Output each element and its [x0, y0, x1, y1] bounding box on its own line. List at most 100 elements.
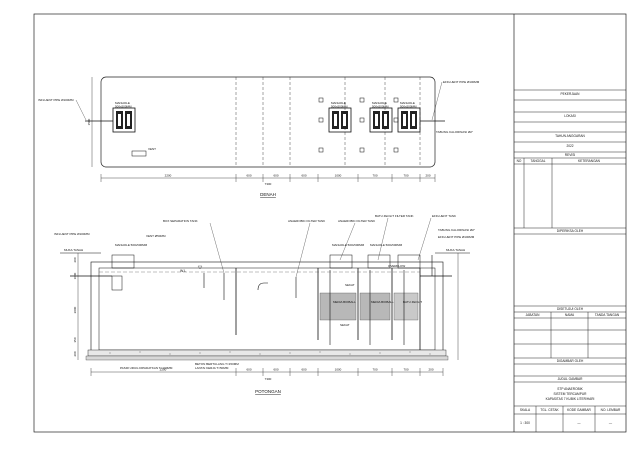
- section-dim-3: 600: [273, 368, 278, 372]
- plan-total-dim: 7300: [265, 182, 272, 186]
- plan-tank-outline: [100, 76, 436, 168]
- plan-vent-symbol: [131, 150, 147, 157]
- section-label-grease: BOX SEPARATION TANK: [163, 219, 198, 223]
- section-label-media-2: MEDIA BIOBALL: [371, 300, 394, 304]
- section-leader-anaerobic-2: [339, 222, 356, 261]
- plan-dim-4: 600: [301, 174, 306, 178]
- section-label-media-1: MEDIA BIOBALL: [333, 300, 356, 304]
- section-label-ground-right: MUKA TANAH: [446, 248, 465, 252]
- plan-partitions: [235, 77, 421, 167]
- tb-nama: NAMA: [564, 313, 575, 317]
- plan-dim-2: 600: [246, 174, 251, 178]
- section-slab: [87, 349, 447, 357]
- plan-manhole-2: [328, 107, 352, 133]
- plan-height-dim: 1500: [87, 118, 91, 125]
- plan-dimension-line: [91, 77, 436, 182]
- section-media-1: [319, 292, 357, 321]
- tb-skala-header: SKALA: [519, 408, 531, 412]
- tb-tahun: 2022: [566, 144, 574, 148]
- section-riser-4: [397, 254, 421, 269]
- section-depth-5: 200: [73, 351, 77, 356]
- plan-manhole-4-label: MANHOLE: [400, 101, 415, 105]
- plan-manhole-3-size: 500x500MM: [372, 105, 389, 109]
- section-dim-1: 2200: [160, 368, 167, 372]
- plan-pipe-markers: [318, 97, 399, 153]
- tb-lembar-header: NO. LEMBAR: [600, 408, 621, 412]
- section-leader-effluent-tank: [417, 217, 432, 261]
- section-media-2: [359, 292, 391, 321]
- section-slab-hatch: [109, 351, 431, 355]
- plan-manhole-2-size: 500x500MM: [331, 105, 348, 109]
- section-label-effluent-tank: EFFLUENT TANK: [432, 214, 456, 218]
- section-label-outlet: EFFLUENT PIPE Ø100MM: [438, 235, 475, 239]
- tb-diperiksa: DIPERIKSA OLEH: [556, 229, 584, 233]
- section-label-ground-left: MUKA TANAH: [64, 248, 83, 252]
- section-partitions: [235, 268, 421, 350]
- section-leader-zeolite: [377, 217, 389, 261]
- section-tank-wall: [90, 261, 444, 359]
- tb-digambar: DIGAMBAR OLEH: [556, 359, 584, 363]
- plan-view: 2200 600 600 600 1000 700 700 200 7300 1…: [38, 76, 480, 197]
- section-depth-2: 1000: [73, 272, 77, 279]
- plan-dim-8: 200: [425, 174, 430, 178]
- plan-dim-3: 600: [273, 174, 278, 178]
- tb-disetujui: DISETUJUI OLEH: [556, 307, 584, 311]
- plan-manhole-2-label: MANHOLE: [331, 101, 346, 105]
- section-label-inlet: INFLUENT PIPE Ø100MM: [54, 232, 90, 236]
- plan-dim-1: 2200: [165, 174, 172, 178]
- section-label-gas-pipe: TABUNG KALORINASI Ø2": [438, 228, 475, 232]
- section-label-media-3: BATU ZEOLIT: [403, 300, 422, 304]
- tb-pekerjaan: PEKERJAAN: [560, 92, 580, 96]
- section-label-sekat-bottom: SEKAT: [340, 323, 350, 327]
- section-manhole-3: MANHOLE 500x500MM: [370, 243, 403, 247]
- plan-outlet-leader: [431, 81, 443, 121]
- tb-tgl-header: TGL. CETAK: [540, 408, 559, 412]
- plan-dim-7: 700: [403, 174, 408, 178]
- tb-tahun-header: TAHUN ANGGARAN: [555, 134, 585, 138]
- section-label-beton: BETON BERTULANG T=150MM: [195, 362, 239, 366]
- plan-manhole-size: 500x500MM: [115, 105, 132, 109]
- tb-ttd: TANDA TANGAN: [594, 313, 620, 317]
- plan-manhole-3: [369, 107, 393, 133]
- tb-skala-value: 1 : 300: [520, 421, 530, 425]
- plan-manhole-3-label: MANHOLE: [372, 101, 387, 105]
- section-dimension-line: [77, 253, 459, 376]
- section-depth-1: 200: [73, 257, 77, 262]
- tb-judul-2: SISTEM TERCAMPUR: [553, 392, 587, 396]
- section-wl-marker: [197, 265, 203, 270]
- tb-revisi-no: NO: [516, 159, 522, 163]
- tb-revisi: REVISI: [564, 153, 576, 157]
- section-label-overflow: OVERFLOW: [388, 264, 405, 268]
- section-label-anaerobic-2: ANAEROBIC FILTER TANK: [338, 219, 375, 223]
- section-label-pasir: PASIR URUG DIPADATKAN T=100MM: [120, 366, 173, 370]
- section-dim-2: 600: [246, 368, 251, 372]
- section-dim-5: 1000: [335, 368, 342, 372]
- plan-manhole-4-size: 500x500MM: [400, 105, 417, 109]
- section-manhole-1: MANHOLE 500x500MM: [115, 243, 148, 247]
- section-label-vent: VENT Ø50MM: [146, 234, 166, 238]
- plan-gas-pipe-label: TABUNG KALORINASI Ø2": [436, 130, 473, 134]
- section-manhole-2: MANHOLE 500x500MM: [332, 243, 365, 247]
- section-leader-grease: [209, 222, 225, 274]
- sheet-border: [33, 13, 627, 433]
- section-dim-8: 200: [428, 368, 433, 372]
- section-dim-7: 700: [403, 368, 408, 372]
- section-inlet-tee: [111, 275, 123, 291]
- plan-manhole-4: [397, 107, 421, 133]
- section-dim-6: 700: [372, 368, 377, 372]
- tb-jabatan: JABATAN: [525, 313, 540, 317]
- plan-inlet-label: INFLUENT PIPE Ø100MM: [38, 98, 74, 102]
- section-view: 2200 600 600 600 1000 700 700 200 7300 2…: [54, 214, 475, 394]
- plan-dim-5: 1000: [335, 174, 342, 178]
- plan-title: DENAH: [260, 192, 276, 197]
- title-block-lines: [514, 89, 626, 432]
- tb-kode-header: KODE GAMBAR: [567, 408, 591, 412]
- plan-inlet-leader: [75, 99, 87, 121]
- section-label-wl: W.L: [180, 269, 186, 273]
- section-title: POTONGAN: [255, 389, 281, 394]
- tb-revisi-tanggal: TANGGAL: [530, 159, 546, 163]
- section-depth-4: 350: [73, 337, 77, 342]
- section-overflow-pipe-1: [257, 282, 268, 291]
- tb-judul-1: STP ANAEROBIK: [557, 387, 583, 391]
- section-label-lantai: LANTAI KERJA T=50MM: [195, 366, 229, 370]
